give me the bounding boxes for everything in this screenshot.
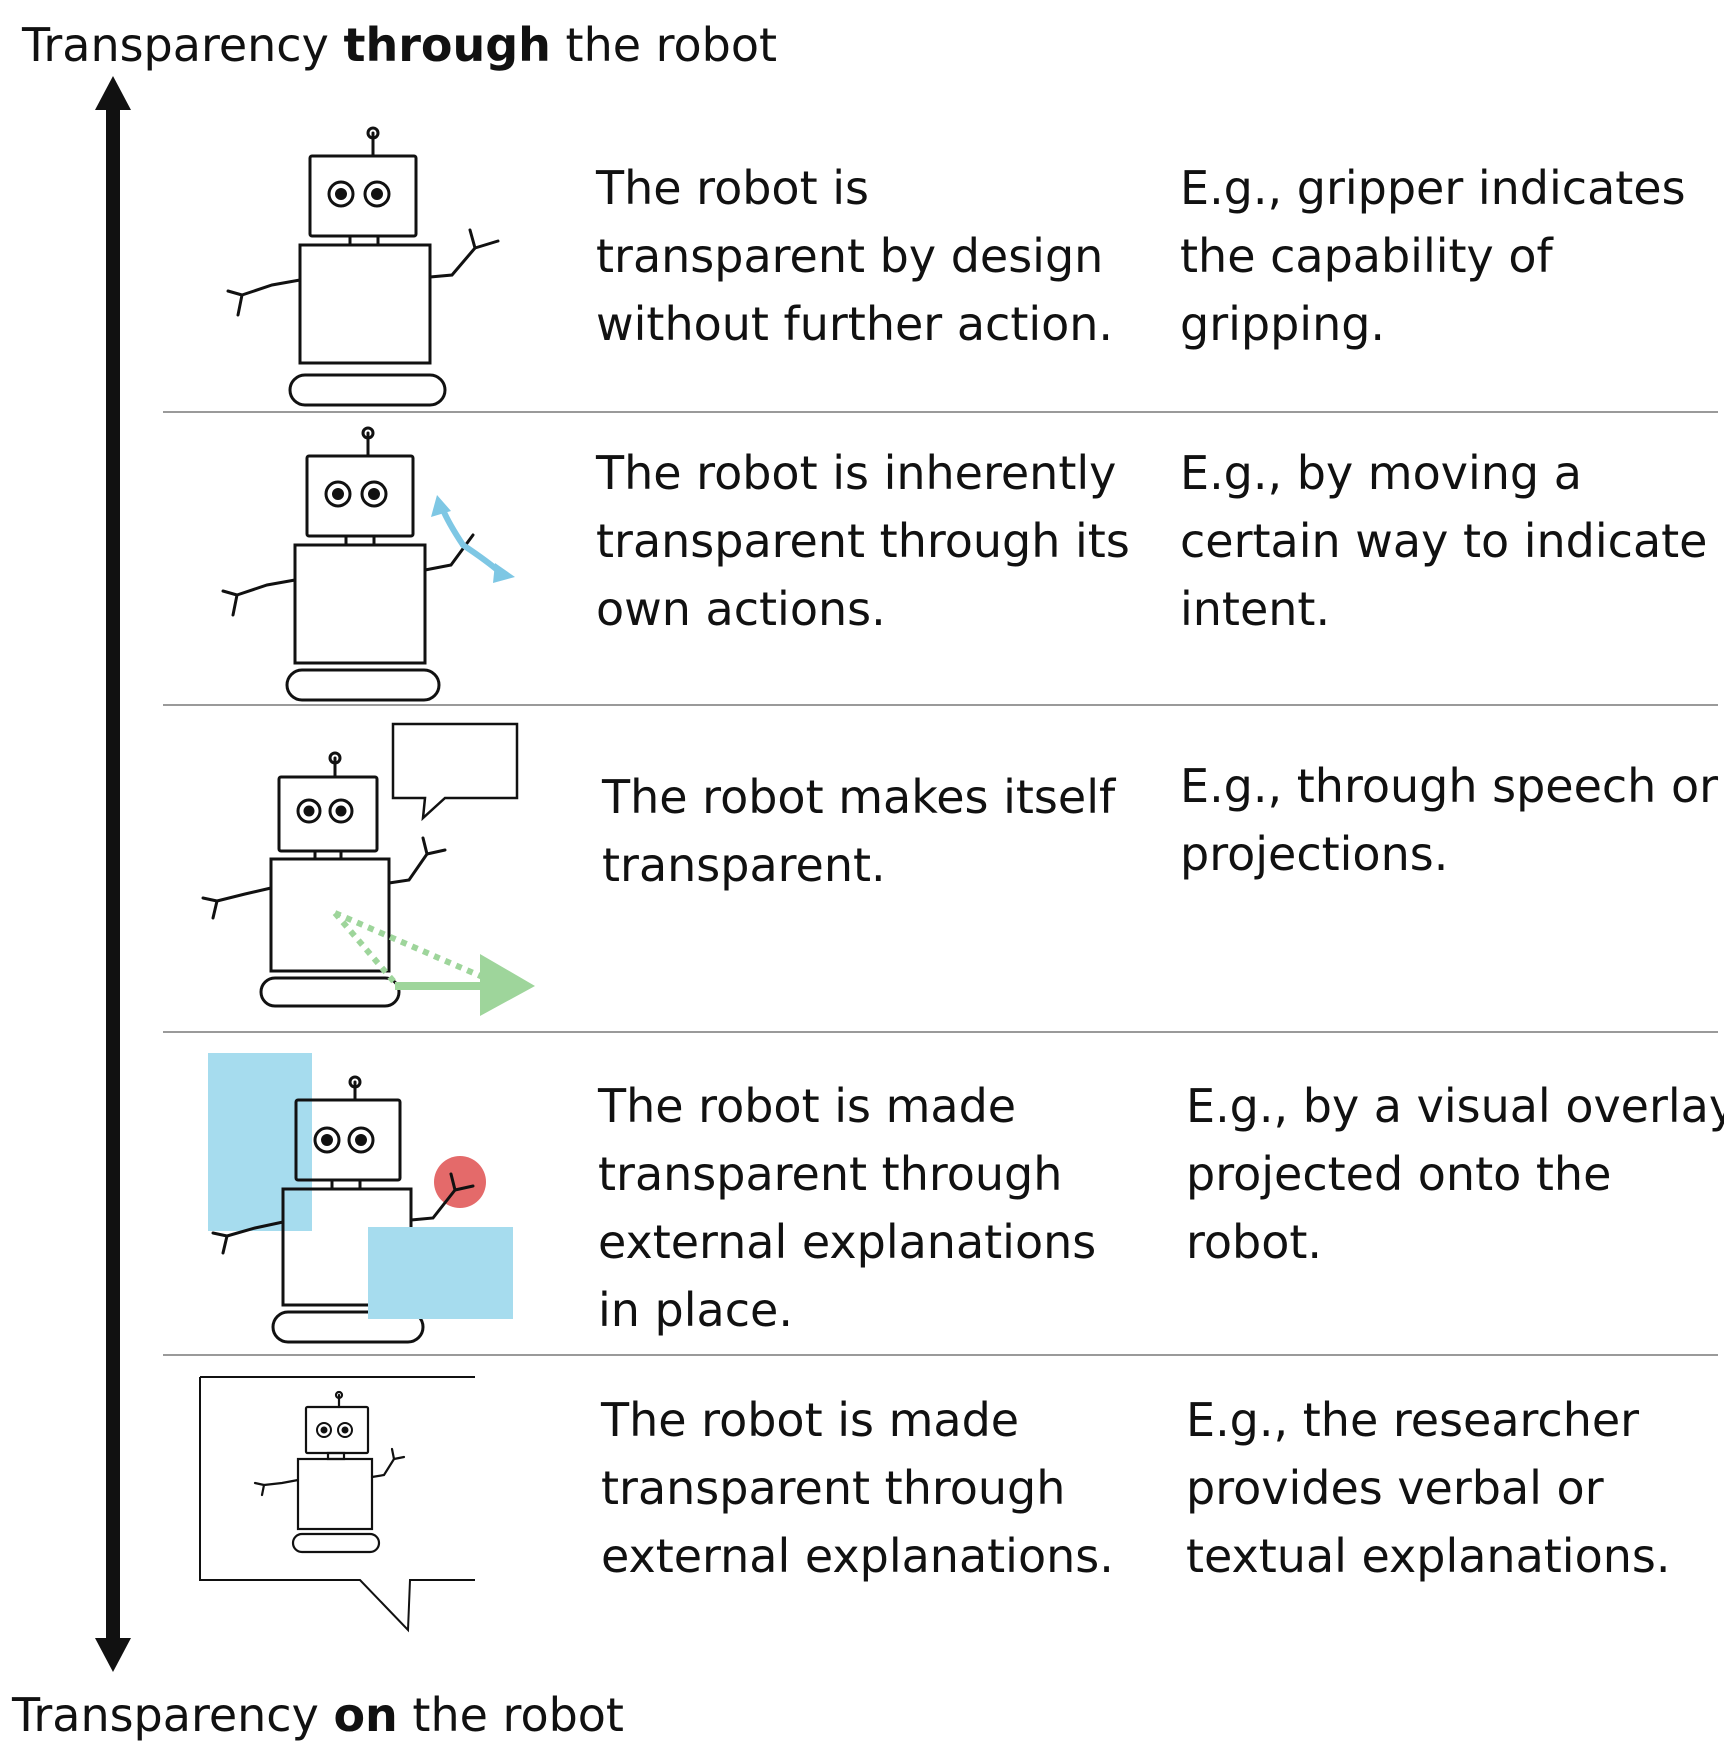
row-2-example-line: intent. [1180,582,1331,636]
row-2-example: E.g., by moving a certain way to indicat… [1180,439,1707,643]
row-divider-3 [163,1031,1718,1033]
row-4-example-line: E.g., by a visual overlay [1186,1079,1724,1133]
row-4-description: The robot is made transparent through ex… [598,1072,1096,1344]
row-1-description-line: The robot is [596,161,869,215]
row-3-description-line: The robot makes itself [602,770,1116,824]
robot-eyes-icon [316,1422,353,1438]
robot-overlay-illustration [208,1053,513,1344]
axis-bottom-bold: on [333,1688,398,1742]
row-divider-4 [163,1354,1718,1356]
axis-bottom-label: Transparency on the robot [12,1692,624,1738]
row-1-example-line: the capability of [1180,229,1553,283]
row-2-example-line: certain way to indicate [1180,514,1708,568]
highlight-circle-icon [434,1156,486,1208]
row-3-example: E.g., through speech or projections. [1180,752,1718,888]
robot-moving-illustration [221,426,515,702]
row-1-example: E.g., gripper indicates the capability o… [1180,154,1686,358]
speech-bubble-icon [391,722,519,822]
row-3-example-line: E.g., through speech or [1180,759,1719,813]
row-4-description-line: external explanations [598,1215,1097,1269]
row-divider-1 [163,411,1718,413]
motion-arrows-icon [431,495,515,583]
axis-shaft [106,100,120,1648]
row-4-description-line: in place. [598,1283,793,1337]
axis-bottom-prefix: Transparency [12,1688,334,1742]
axis-arrowhead-up [95,76,131,110]
row-1-description-line: without further action. [596,297,1114,351]
axis-top-label: Transparency through the robot [22,22,777,68]
axis-bottom-suffix: the robot [397,1688,624,1742]
row-2-description-line: The robot is inherently [596,446,1117,500]
row-3-example-line: projections. [1180,827,1449,881]
row-1-example-line: E.g., gripper indicates [1180,161,1686,215]
row-1-description-line: transparent by design [596,229,1104,283]
row-2-description-line: own actions. [596,582,886,636]
row-1-description: The robot is transparent by design witho… [596,154,1113,358]
row-5-description-line: external explanations. [601,1529,1114,1583]
row-4-description-line: transparent through [598,1147,1063,1201]
axis-top-bold: through [343,18,551,72]
row-divider-2 [163,704,1718,706]
row-5-description-line: The robot is made [601,1393,1020,1447]
row-4-example-line: robot. [1186,1215,1323,1269]
explanation-bubble-icon [199,1376,475,1633]
robot-eyes-icon [324,480,388,508]
row-2-description: The robot is inherently transparent thro… [596,439,1130,643]
row-5-description-line: transparent through [601,1461,1066,1515]
row-5-example-line: E.g., the researcher [1186,1393,1640,1447]
row-5-example-line: provides verbal or [1186,1461,1604,1515]
row-2-description-line: transparent through its [596,514,1130,568]
robot-eyes-icon [313,1126,375,1154]
row-5-example-line: textual explanations. [1186,1529,1671,1583]
robot-eyes-icon [327,180,391,208]
robot-static-illustration [226,126,500,407]
axis-arrowhead-down [95,1638,131,1672]
row-1-example-line: gripping. [1180,297,1386,351]
robot-eyes-icon [296,798,354,824]
row-5-example: E.g., the researcher provides verbal or … [1186,1386,1670,1590]
row-4-example: E.g., by a visual overlay projected onto… [1186,1072,1724,1276]
robot-speech-projection-illustration [201,722,535,1016]
row-5-description: The robot is made transparent through ex… [601,1386,1114,1590]
row-3-description-line: transparent. [602,838,886,892]
row-4-example-line: projected onto the [1186,1147,1612,1201]
robot-explanation-bubble-illustration [199,1376,475,1633]
row-2-example-line: E.g., by moving a [1180,446,1582,500]
projection-arrow-icon [332,910,535,1016]
row-4-description-line: The robot is made [598,1079,1017,1133]
axis-top-suffix: the robot [550,18,778,72]
axis-top-prefix: Transparency [22,18,344,72]
row-3-description: The robot makes itself transparent. [602,763,1115,899]
overlay-rectangle-right [368,1227,513,1319]
